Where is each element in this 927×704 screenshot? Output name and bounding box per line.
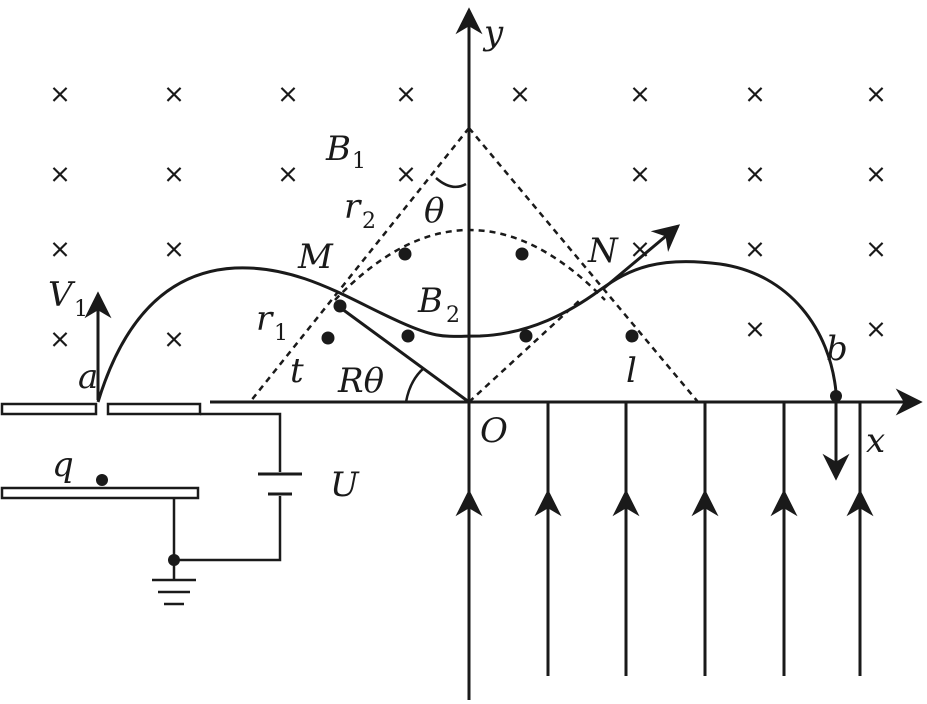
inner-field-dots bbox=[321, 247, 639, 345]
field-cross: × bbox=[395, 160, 417, 190]
y-axis-label: y bbox=[482, 13, 504, 53]
q-label: q bbox=[52, 445, 74, 485]
field-cross: × bbox=[163, 325, 185, 355]
t-label: t bbox=[290, 351, 304, 391]
field-cross: × bbox=[744, 315, 766, 345]
R-theta-label: Rθ bbox=[337, 361, 384, 401]
B1-label: B bbox=[325, 129, 351, 169]
r2-subscript: 2 bbox=[362, 209, 376, 234]
field-dot bbox=[625, 329, 639, 343]
field-dot bbox=[519, 329, 533, 343]
radius-line bbox=[337, 304, 470, 404]
dashed-inner-region bbox=[334, 228, 606, 403]
l-label: l bbox=[626, 351, 637, 391]
field-cross: × bbox=[744, 235, 766, 265]
field-cross: × bbox=[865, 235, 887, 265]
lower-field-lines bbox=[455, 402, 874, 700]
outer-field-crosses: × × × × × × × × × × × × × × × × × × × × × × × × bbox=[49, 80, 887, 355]
field-cross: × bbox=[163, 80, 185, 110]
angle-arc-bottom bbox=[404, 367, 425, 403]
field-cross: × bbox=[277, 160, 299, 190]
field-cross: × bbox=[744, 80, 766, 110]
field-cross: × bbox=[49, 235, 71, 265]
r1-label: r bbox=[256, 299, 274, 339]
B1-subscript: 1 bbox=[352, 149, 366, 174]
field-cross: × bbox=[865, 80, 887, 110]
circuit bbox=[152, 412, 302, 606]
V1-label: V bbox=[48, 275, 76, 315]
trajectory bbox=[96, 260, 838, 403]
b-label: b bbox=[826, 329, 848, 369]
field-cross: × bbox=[865, 160, 887, 190]
field-cross: × bbox=[49, 160, 71, 190]
top-plate-left bbox=[0, 402, 98, 416]
field-dot bbox=[333, 299, 347, 313]
field-cross: × bbox=[49, 80, 71, 110]
bottom-plate bbox=[0, 486, 200, 500]
trajectory-exit-arrow bbox=[603, 224, 681, 290]
top-plate-right bbox=[106, 402, 202, 416]
field-cross: × bbox=[509, 80, 531, 110]
N-label: N bbox=[587, 231, 619, 271]
field-cross: × bbox=[629, 160, 651, 190]
x-axis-label: x bbox=[866, 421, 885, 461]
theta-top-label: θ bbox=[424, 191, 444, 231]
field-cross: × bbox=[163, 160, 185, 190]
B2-subscript: 2 bbox=[446, 303, 460, 328]
U-label: U bbox=[330, 465, 360, 505]
point-b-dot bbox=[830, 390, 842, 402]
field-dot bbox=[401, 329, 415, 343]
field-dot bbox=[398, 247, 412, 261]
M-label: M bbox=[297, 237, 334, 277]
angle-arc-top bbox=[435, 177, 467, 189]
field-dot bbox=[515, 247, 529, 261]
field-cross: × bbox=[277, 80, 299, 110]
a-label: a bbox=[78, 357, 98, 397]
charge-q bbox=[96, 474, 108, 486]
field-cross: × bbox=[49, 325, 71, 355]
field-cross: × bbox=[629, 80, 651, 110]
junction-dot bbox=[168, 554, 180, 566]
dashed-triangle bbox=[249, 127, 699, 403]
field-cross: × bbox=[395, 80, 417, 110]
field-cross: × bbox=[744, 160, 766, 190]
field-cross: × bbox=[629, 235, 651, 265]
origin-label: O bbox=[480, 411, 508, 451]
V1-subscript: 1 bbox=[74, 297, 88, 322]
r2-label: r bbox=[344, 187, 362, 227]
field-cross: × bbox=[865, 315, 887, 345]
field-dot bbox=[321, 331, 335, 345]
capacitor bbox=[0, 402, 202, 500]
B2-label: B bbox=[417, 281, 443, 321]
field-cross: × bbox=[163, 235, 185, 265]
r1-subscript: 1 bbox=[274, 321, 288, 346]
